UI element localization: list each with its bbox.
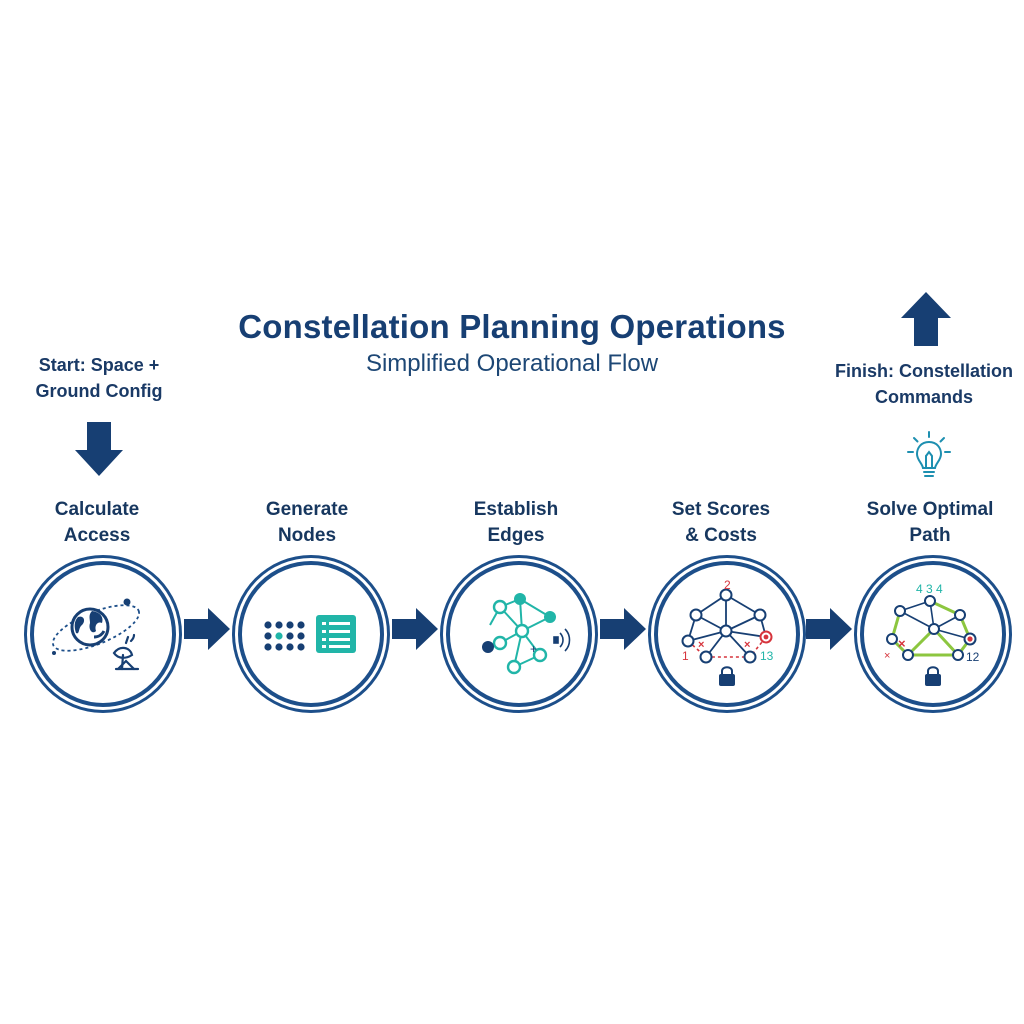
svg-text:×: × <box>898 636 906 651</box>
diagram-subtitle: Simplified Operational Flow <box>365 350 659 377</box>
svg-text:×: × <box>698 639 704 651</box>
step-label-generate-nodes: Generate Nodes <box>222 497 392 549</box>
step-label-line1: Solve Optimal <box>866 499 994 520</box>
right-arrow-icon <box>184 608 230 650</box>
step-label-line2: Path <box>909 525 951 546</box>
lightbulb-icon <box>907 431 951 477</box>
padlock-icon <box>719 666 735 686</box>
score-left: 1 <box>682 649 689 663</box>
step-label-line1: Generate <box>265 499 349 520</box>
up-arrow-icon <box>901 292 951 346</box>
globe-satellite-icon <box>52 598 140 671</box>
padlock-icon <box>925 666 941 686</box>
score-top: 2 <box>724 578 731 592</box>
step-label-calculate-access: Calculate Access <box>12 497 182 549</box>
step-circle-establish-edges: + <box>446 561 592 707</box>
score-right: 13 <box>760 649 774 663</box>
step-circle-calculate-access <box>30 561 176 707</box>
step-label-line1: Calculate <box>54 499 140 520</box>
start-label-line1: Start: Space + <box>38 355 160 375</box>
right-arrow-icon <box>600 608 646 650</box>
svg-text:×: × <box>744 639 750 651</box>
path-score-right: 12 <box>966 650 980 664</box>
step-circle-generate-nodes <box>238 561 384 707</box>
node-grid-icon <box>264 615 356 653</box>
start-label-line2: Ground Config <box>35 381 163 401</box>
finish-label: Finish: Constellation Commands <box>820 358 1024 410</box>
step-label-set-scores-costs: Set Scores & Costs <box>636 497 806 549</box>
step-label-establish-edges: Establish Edges <box>431 497 601 549</box>
finish-label-line2: Commands <box>874 387 973 407</box>
step-label-line2: & Costs <box>685 525 757 546</box>
step-label-line2: Nodes <box>277 525 337 546</box>
step-label-line2: Edges <box>487 525 545 546</box>
step-label-line1: Establish <box>473 499 559 520</box>
optimal-path-icon: × × 4 3 4 12 <box>884 582 980 686</box>
path-score-top: 4 3 4 <box>916 582 943 596</box>
down-arrow-icon <box>75 422 123 476</box>
network-edges-icon: + <box>482 593 571 675</box>
right-arrow-icon <box>392 608 438 650</box>
scored-graph-icon: × × 2 1 13 <box>681 578 774 686</box>
step-label-solve-optimal-path: Solve Optimal Path <box>838 497 1022 549</box>
step-circle-set-scores-costs: × × 2 1 13 <box>654 561 800 707</box>
step-label-line1: Set Scores <box>671 499 771 520</box>
start-label: Start: Space + Ground Config <box>18 352 180 404</box>
svg-text:×: × <box>884 650 890 662</box>
finish-label-line1: Finish: Constellation <box>835 361 1013 381</box>
right-arrow-icon <box>806 608 852 650</box>
step-label-line2: Access <box>63 525 131 546</box>
diagram-title: Constellation Planning Operations <box>238 308 786 345</box>
svg-text:+: + <box>530 642 537 656</box>
step-circle-solve-optimal-path: × × 4 3 4 12 <box>860 561 1006 707</box>
